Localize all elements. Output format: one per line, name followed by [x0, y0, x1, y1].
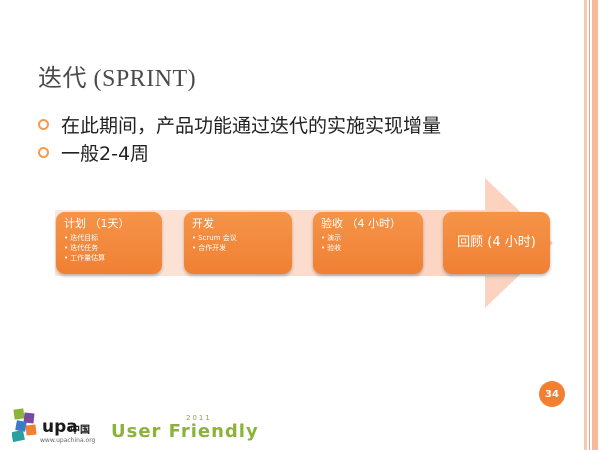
step-item: 验收 — [321, 243, 415, 253]
bullet-text: 在此期间，产品功能通过迭代的实施实现增量 — [61, 114, 442, 137]
step-items: 迭代目标 迭代任务 工作量估算 — [64, 233, 154, 263]
step-item: 迭代任务 — [64, 243, 154, 253]
process-arrow-background — [55, 178, 553, 308]
bullet-text: 一般2-4周 — [61, 142, 150, 165]
slide-title: 迭代 (SPRINT) — [38, 66, 197, 92]
upa-url-text: www.upachina.org — [40, 437, 96, 444]
stripe — [589, 0, 590, 450]
process-step-plan: 计划 （1天） 迭代目标 迭代任务 工作量估算 — [56, 212, 162, 274]
step-title: 回顾 (4 小时) — [457, 235, 536, 250]
process-step-retrospective: 回顾 (4 小时) — [443, 212, 550, 274]
upa-china-text: 中国 — [70, 425, 90, 436]
bullet-item: 一般2-4周 — [38, 138, 441, 166]
page-number-badge: 34 — [539, 381, 565, 407]
bullet-item: 在此期间，产品功能通过迭代的实施实现增量 — [38, 110, 441, 138]
step-item: 演示 — [321, 233, 415, 243]
step-item: 合作开发 — [192, 243, 284, 253]
upa-logo-text: upa — [42, 417, 78, 437]
step-items: 演示 验收 — [321, 233, 415, 253]
stripe — [584, 0, 587, 450]
right-edge-stripes — [584, 0, 600, 450]
step-item: 迭代目标 — [64, 233, 154, 243]
step-title: 开发 — [192, 217, 214, 230]
step-title: 计划 （1天） — [64, 217, 130, 230]
step-title: 验收 （4 小时） — [321, 217, 401, 230]
bullet-circle-icon — [38, 146, 49, 158]
bullet-circle-icon — [38, 118, 49, 130]
process-step-acceptance: 验收 （4 小时） 演示 验收 — [313, 212, 423, 274]
step-item: 工作量估算 — [64, 253, 154, 263]
user-friendly-year: 2011 — [186, 414, 212, 422]
upa-logo-icon — [12, 408, 37, 443]
bullet-list: 在此期间，产品功能通过迭代的实施实现增量 一般2-4周 — [38, 110, 441, 166]
step-items: Scrum 会议 合作开发 — [192, 233, 284, 253]
stripe — [592, 0, 598, 450]
user-friendly-logo-text: User Friendly — [111, 421, 259, 442]
step-item: Scrum 会议 — [192, 233, 284, 243]
process-step-develop: 开发 Scrum 会议 合作开发 — [184, 212, 292, 274]
